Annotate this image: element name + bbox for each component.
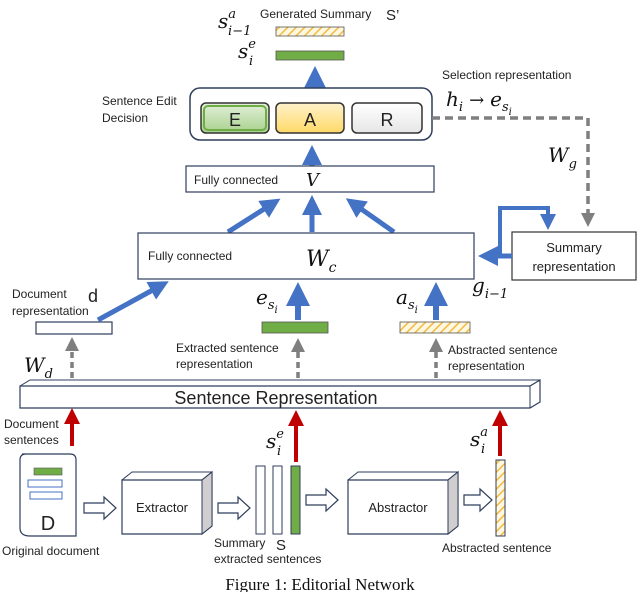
abstracted-symbol: asi — [396, 285, 418, 316]
arrow-sentences-to-abstractor — [305, 487, 339, 513]
original-doc-letter: D — [41, 513, 55, 535]
arrow-abstractor-to-sentence — [463, 487, 493, 513]
selection-symbol: hi→esi — [446, 87, 512, 118]
g-symbol: gi−1 — [472, 273, 508, 302]
edit-option-e-label: E — [229, 110, 241, 130]
arrow-doc-to-wc — [96, 281, 169, 323]
original-doc-label: Original document — [2, 544, 100, 558]
summary-abstracted-bar — [275, 26, 345, 37]
arrow-selection-to-summary — [432, 116, 595, 227]
sentence-rep-top — [19, 379, 540, 387]
doc-rep-line2: representation — [12, 304, 89, 318]
arrow-extractor-to-sentences — [217, 495, 251, 521]
fc-mid-symbol: Wc — [306, 247, 337, 276]
arrow-summary-loop — [498, 206, 556, 256]
fc-top-label: Fully connected — [194, 173, 278, 187]
extracted-bar-2 — [272, 465, 283, 535]
edit-option-e-inner — [203, 105, 267, 131]
extractor-label: Extractor — [136, 500, 189, 515]
abstracted-label-2: representation — [448, 359, 525, 373]
doc-rep-bar — [35, 321, 113, 335]
summary-rep-box — [511, 231, 637, 281]
selection-rep-label: Selection representation — [442, 68, 571, 82]
summary-extracted-line1: Summary — [214, 536, 265, 550]
doc-sentences-line1: Document — [4, 417, 59, 431]
summary-extracted-bar — [275, 50, 345, 61]
doc-line-1 — [33, 467, 63, 476]
extracted-bar-current — [290, 465, 301, 535]
doc-sentences-line2: sentences — [4, 433, 59, 447]
abstracted-sentence-label: Abstracted sentence — [442, 541, 552, 555]
abstracted-label-1: Abstracted sentence — [448, 343, 558, 357]
fc-top-box — [185, 165, 435, 193]
summary-extracted-line2: extracted sentences — [214, 552, 321, 566]
summary-rep-line1: Summary — [546, 240, 602, 255]
fc-top-symbol: V — [306, 170, 321, 191]
arrow-wc-to-v-left — [226, 198, 281, 235]
abstractor-side — [447, 470, 459, 536]
extracted-symbol: esi — [256, 285, 278, 316]
extracted-label-2: representation — [176, 357, 253, 371]
extracted-label-1: Extracted sentence — [176, 341, 279, 355]
extracted-rep-bar — [261, 321, 329, 334]
fc-mid-label: Fully connected — [148, 249, 232, 263]
doc-rep-line1: Document — [12, 287, 67, 301]
doc-line-3 — [29, 491, 63, 500]
abstracted-rep-bar — [399, 321, 471, 334]
edit-option-r — [351, 102, 423, 134]
wg-symbol: Wg — [548, 143, 577, 172]
extracted-bar-1 — [255, 465, 266, 535]
summary-extracted-symbol: S — [276, 537, 286, 554]
extractor-top — [121, 471, 212, 481]
doc-line-2 — [27, 479, 63, 488]
edit-option-a — [275, 102, 345, 134]
doc-rep-symbol: d — [88, 286, 98, 306]
extractor-side — [201, 470, 213, 536]
edit-option-e — [200, 102, 270, 134]
edit-decision-label-1: Sentence Edit — [102, 94, 177, 108]
abstractor-top — [347, 471, 458, 481]
arrow-doc-to-extractor — [83, 495, 117, 521]
wd-symbol: Wd — [24, 353, 53, 382]
arrow-wc-to-v-right — [345, 198, 396, 235]
abstractor-label: Abstractor — [368, 500, 428, 515]
generated-summary-label: Generated Summary — [260, 7, 371, 21]
edit-option-r-label: R — [381, 110, 394, 130]
edit-option-a-label: A — [304, 110, 316, 130]
edit-decision-label-2: Decision — [102, 111, 148, 125]
sentence-rep-label: Sentence Representation — [174, 388, 377, 408]
figure-caption: Figure 1: Editorial Network — [225, 575, 415, 592]
abstracted-sentence-bar — [495, 459, 506, 537]
generated-summary-symbol: S’ — [386, 7, 399, 24]
fc-mid-box — [137, 232, 475, 280]
summary-rep-line2: representation — [532, 259, 615, 274]
